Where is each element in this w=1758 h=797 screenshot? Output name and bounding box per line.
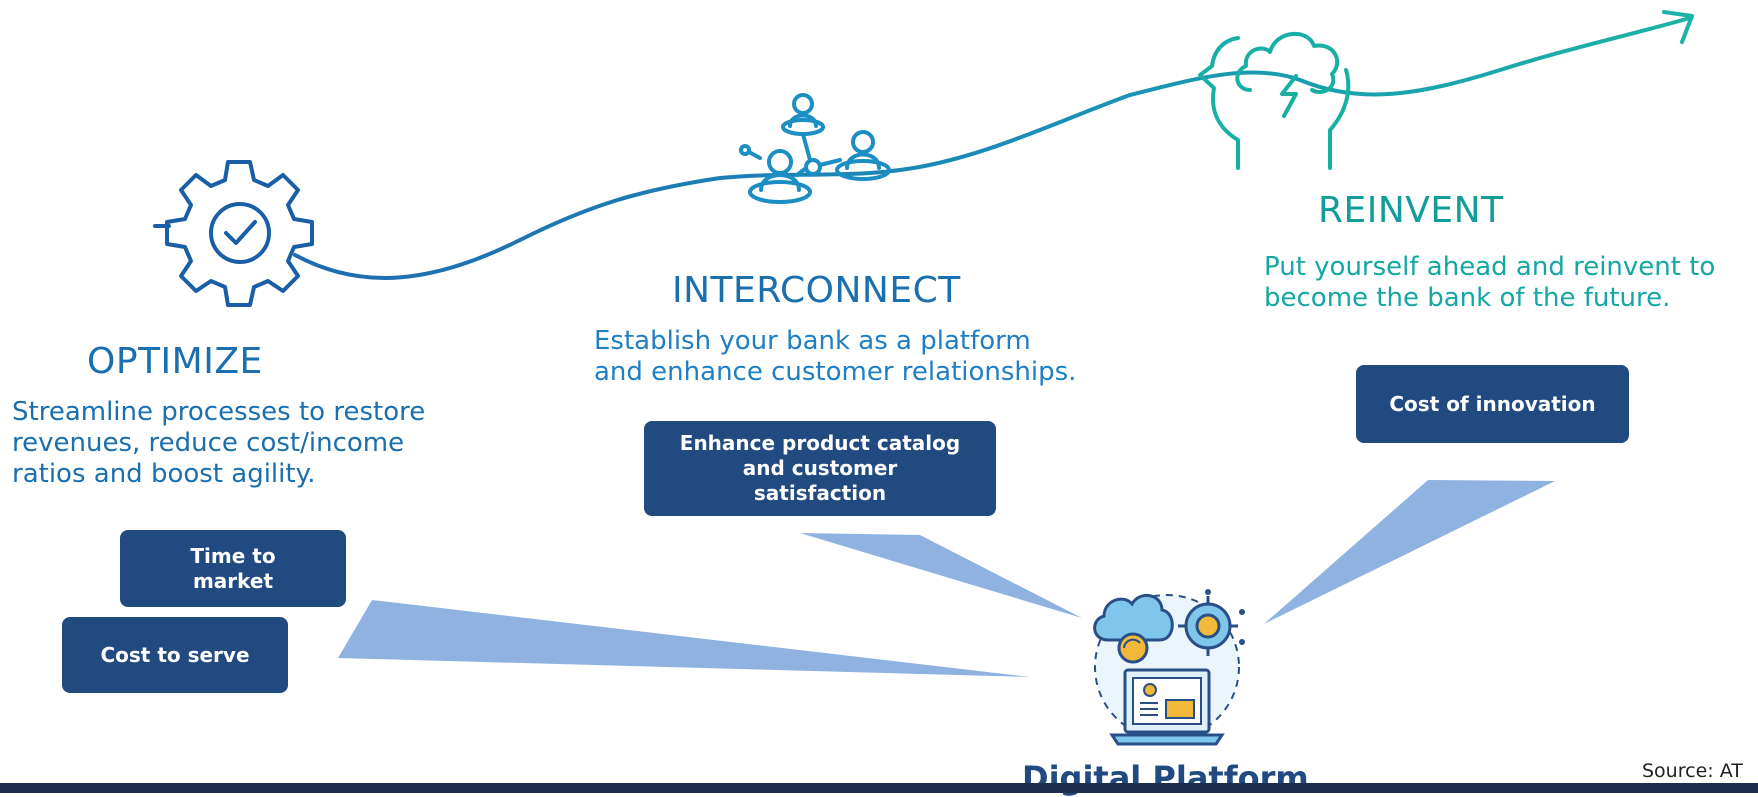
source-note: Source: AT [1642,760,1743,782]
time-to-market-box: Time to market [120,530,346,607]
enhance-catalog-box: Enhance product catalog and customer sat… [644,421,996,516]
interconnect-heading: INTERCONNECT [672,270,961,311]
cost-to-serve-box: Cost to serve [62,617,288,693]
wedge-interconnect [800,533,1082,618]
optimize-description: Streamline processes to restore revenues… [12,397,426,489]
cost-of-innovation-box: Cost of innovation [1356,365,1629,443]
growth-curve [293,16,1692,280]
gear-check-icon [153,160,314,307]
arrow-head [1662,10,1694,44]
wedge-reinvent [1264,480,1555,624]
optimize-heading: OPTIMIZE [87,341,263,382]
reinvent-description: Put yourself ahead and reinvent to becom… [1264,252,1716,313]
interconnect-description: Establish your bank as a platform and en… [594,326,1077,387]
reinvent-heading: REINVENT [1318,190,1504,231]
head-storm-icon [1198,31,1351,170]
wedge-optimize [338,600,1030,677]
people-network-icon [739,93,891,204]
digital-platform-icon [1093,589,1245,746]
footer-bar [0,783,1758,793]
